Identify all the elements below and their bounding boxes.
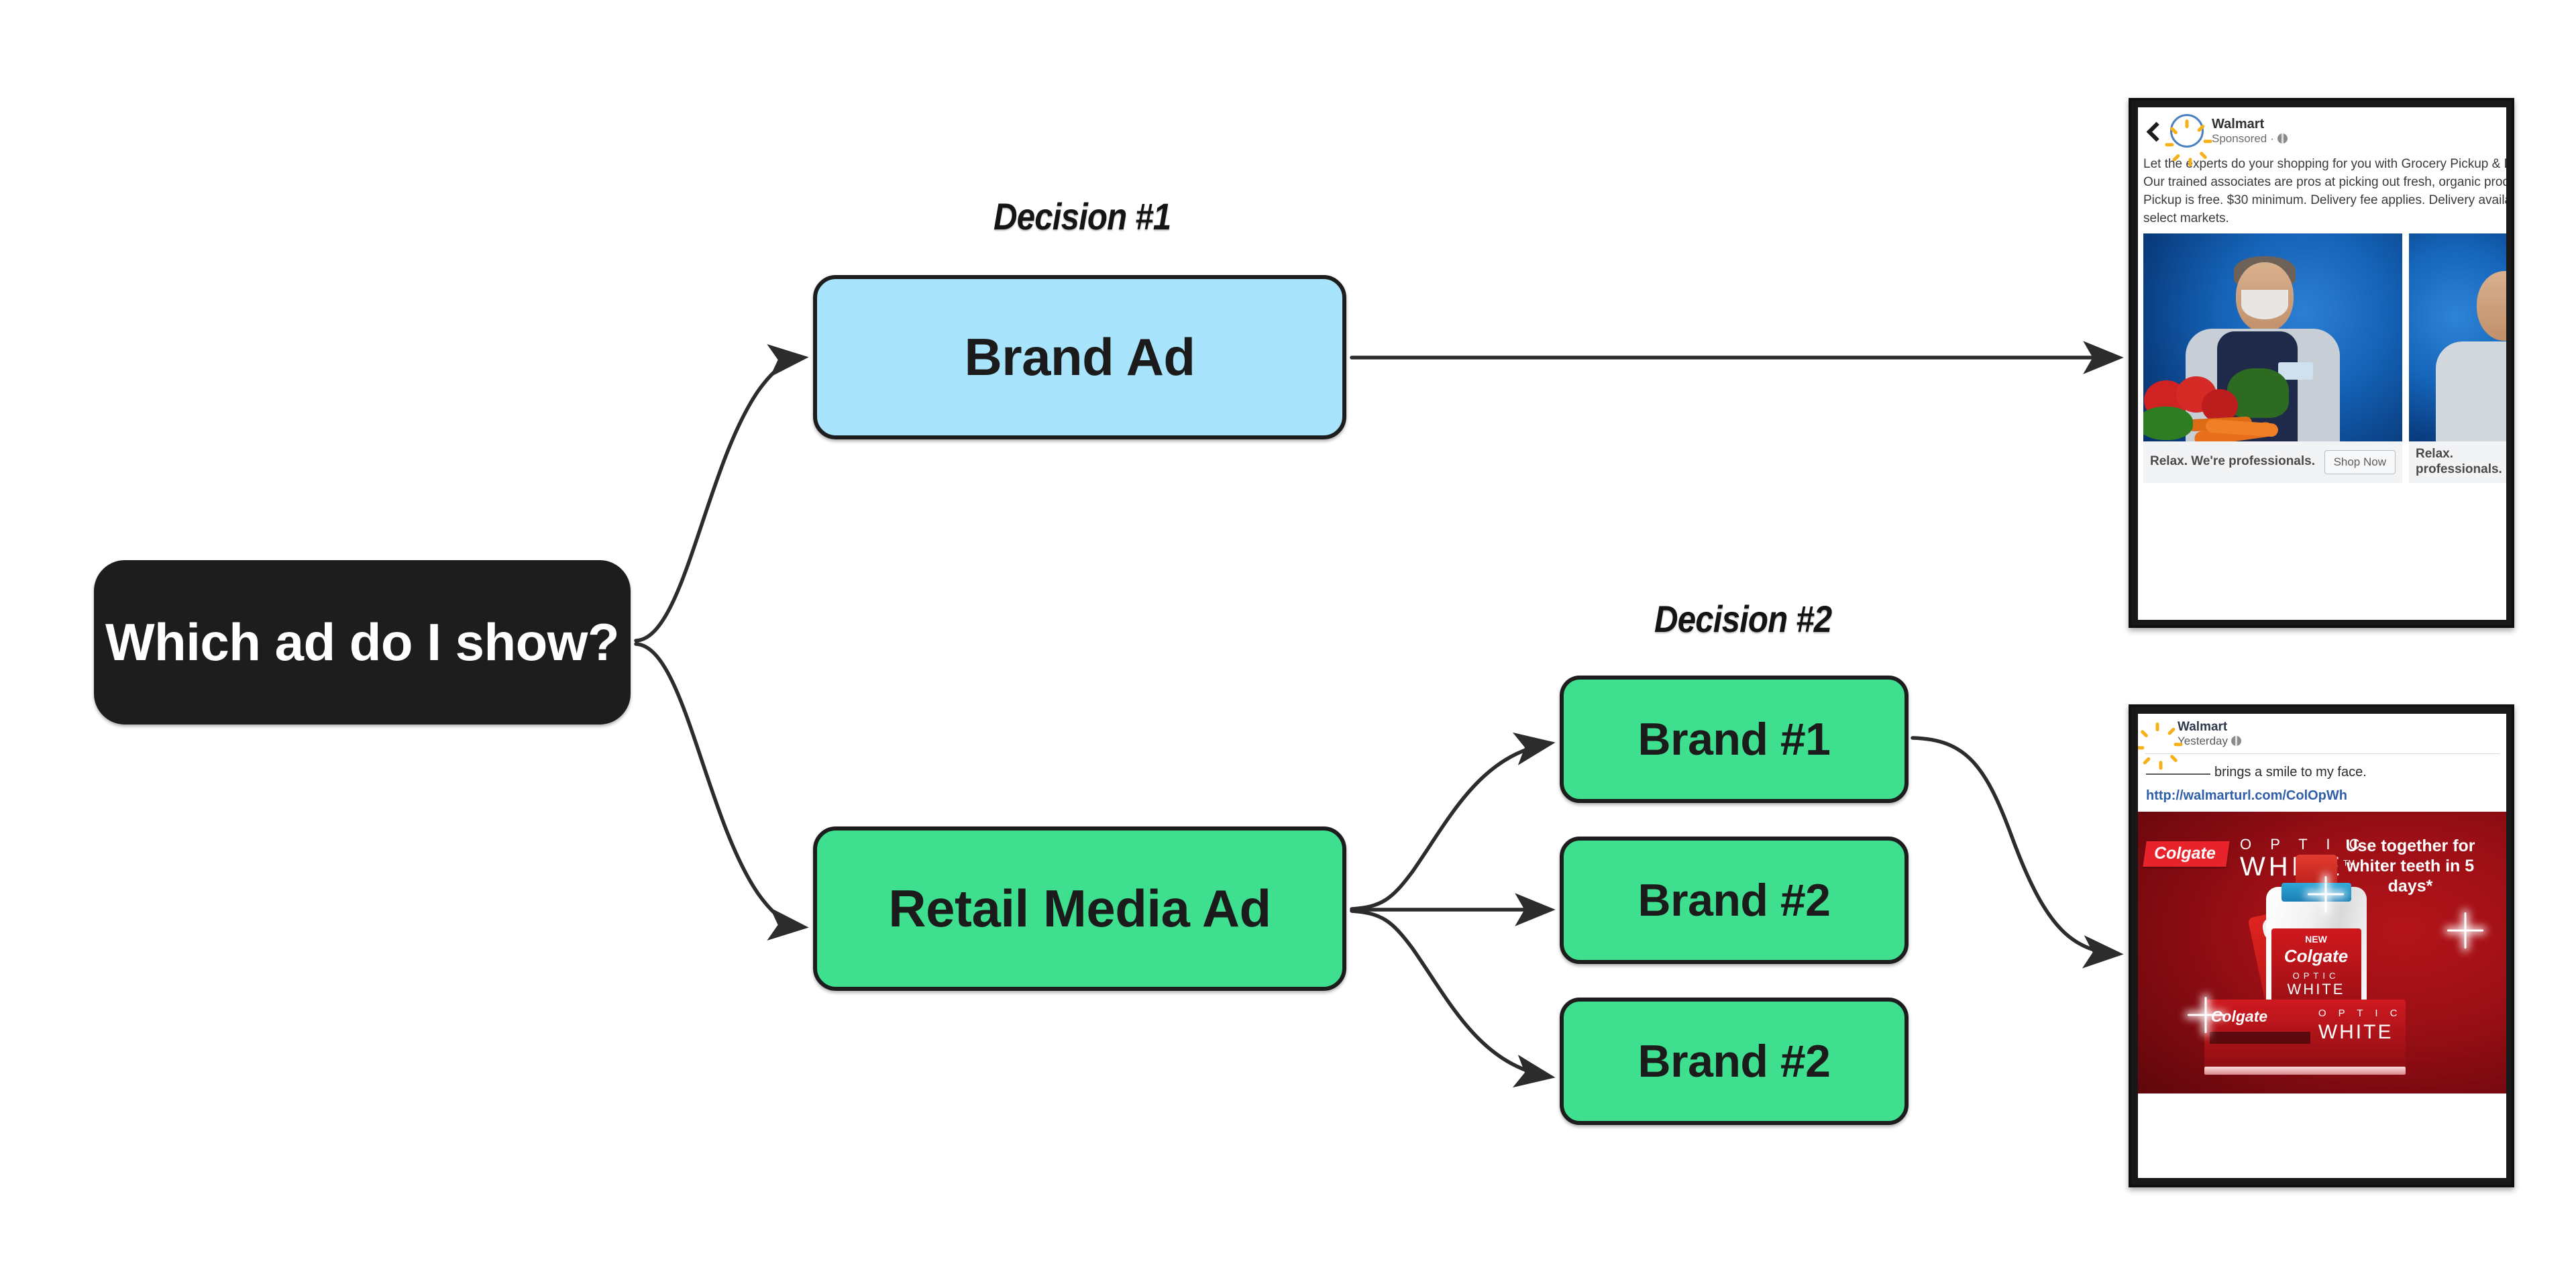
walmart-ad-card-2-caption: Relax. professionals. [2416, 447, 2502, 476]
dot-separator: · [2270, 131, 2274, 145]
colgate-ad-creative[interactable]: Colgate O P T I C WHITETM Use together f… [2138, 812, 2506, 1094]
edge-root-to-retail-media-ad [634, 642, 809, 941]
carton-claim-bar [2209, 1032, 2310, 1044]
fill-in-blank [2146, 773, 2210, 775]
brand-ad-node[interactable]: Brand Ad [813, 275, 1346, 439]
walmart-ad-body-text: Let the experts do your shopping for you… [2143, 157, 2506, 225]
bottle-line-top: OPTIC [2292, 971, 2340, 981]
walmart-associate-photo [2143, 233, 2402, 441]
decision-1-caption: Decision #1 [994, 195, 1171, 237]
brand-ad-label: Brand Ad [964, 327, 1195, 386]
colgate-ad-tagline: Use together for whiter teeth in 5 days* [2345, 837, 2475, 896]
decision-2-caption: Decision #2 [1654, 598, 1832, 640]
carton-brand: Colgate [2210, 1008, 2268, 1026]
brand-1-label: Brand #1 [1638, 714, 1831, 765]
colgate-ad-link[interactable]: http://walmarturl.com/ColOpWh [2146, 788, 2347, 804]
walmart-spark-icon [2165, 114, 2212, 167]
retail-media-ad-node[interactable]: Retail Media Ad [813, 826, 1346, 991]
carton-base-shelf [2204, 1067, 2406, 1075]
globe-icon [2277, 133, 2288, 144]
brand-2-node[interactable]: Brand #2 [1560, 837, 1909, 964]
optic-line: O P T I C [2240, 836, 2367, 853]
carton-line-top: O P T I C [2318, 1008, 2402, 1020]
colgate-ad-copy-text: brings a smile to my face. [2214, 765, 2367, 780]
walmart-ad-panel[interactable]: Walmart Sponsored · Let the experts do y… [2129, 98, 2514, 628]
walmart-spark-icon [2138, 721, 2183, 769]
globe-icon [2231, 736, 2241, 747]
walmart-ad-sponsored-label: Sponsored [2212, 131, 2267, 145]
bottle-brand: Colgate [2284, 946, 2349, 967]
edge-retail-to-brand-1 [1350, 732, 1556, 911]
brand-2-label: Brand #2 [1638, 875, 1831, 926]
walmart-ad-card-1-caption: Relax. We're professionals. [2150, 454, 2315, 469]
new-flag: NEW [2305, 934, 2327, 945]
toothpaste-carton-product: Colgate O P T I C WHITE [2204, 1000, 2406, 1069]
bottle-line-bottom: WHITE [2287, 981, 2345, 998]
sparkle-icon [2447, 912, 2483, 949]
walmart-associate-photo-2 [2409, 233, 2506, 441]
edge-root-to-brand-ad [634, 343, 809, 643]
divider [2145, 753, 2500, 755]
brand-1-node[interactable]: Brand #1 [1560, 676, 1909, 803]
root-question-node[interactable]: Which ad do I show? [94, 560, 631, 725]
walmart-ad-carousel[interactable]: Relax. We're professionals. Shop Now Rel… [2138, 233, 2506, 483]
walmart-ad-advertiser-name[interactable]: Walmart [2212, 117, 2265, 132]
colgate-ad-panel[interactable]: Walmart Yesterday brings a smile to my f… [2129, 704, 2514, 1187]
colgate-ad-header: Walmart Yesterday [2138, 714, 2506, 769]
root-question-label: Which ad do I show? [105, 612, 620, 672]
walmart-ad-header: Walmart Sponsored · [2138, 107, 2506, 167]
back-chevron-icon[interactable] [2143, 122, 2161, 140]
colgate-ad-advertiser-name[interactable]: Walmart [2178, 720, 2228, 734]
edge-brand-1-to-colgate-ad [1911, 736, 2124, 969]
colgate-logo-text: Colgate [2154, 844, 2216, 863]
brand-3-node[interactable]: Brand #2 [1560, 998, 1909, 1125]
edge-retail-to-brand-3 [1350, 909, 1556, 1088]
retail-media-ad-label: Retail Media Ad [888, 879, 1271, 938]
colgate-ad-timestamp: Yesterday [2178, 734, 2228, 747]
brand-3-label: Brand #2 [1638, 1036, 1831, 1087]
colgate-ad-copy: brings a smile to my face. [2138, 754, 2506, 784]
shop-now-button[interactable]: Shop Now [2324, 449, 2396, 474]
carton-line-bottom: WHITE [2318, 1021, 2394, 1044]
colgate-logo: Colgate [2143, 841, 2230, 867]
walmart-ad-card-1[interactable]: Relax. We're professionals. Shop Now [2143, 233, 2402, 483]
walmart-ad-card-2[interactable]: Relax. professionals. [2409, 233, 2506, 483]
